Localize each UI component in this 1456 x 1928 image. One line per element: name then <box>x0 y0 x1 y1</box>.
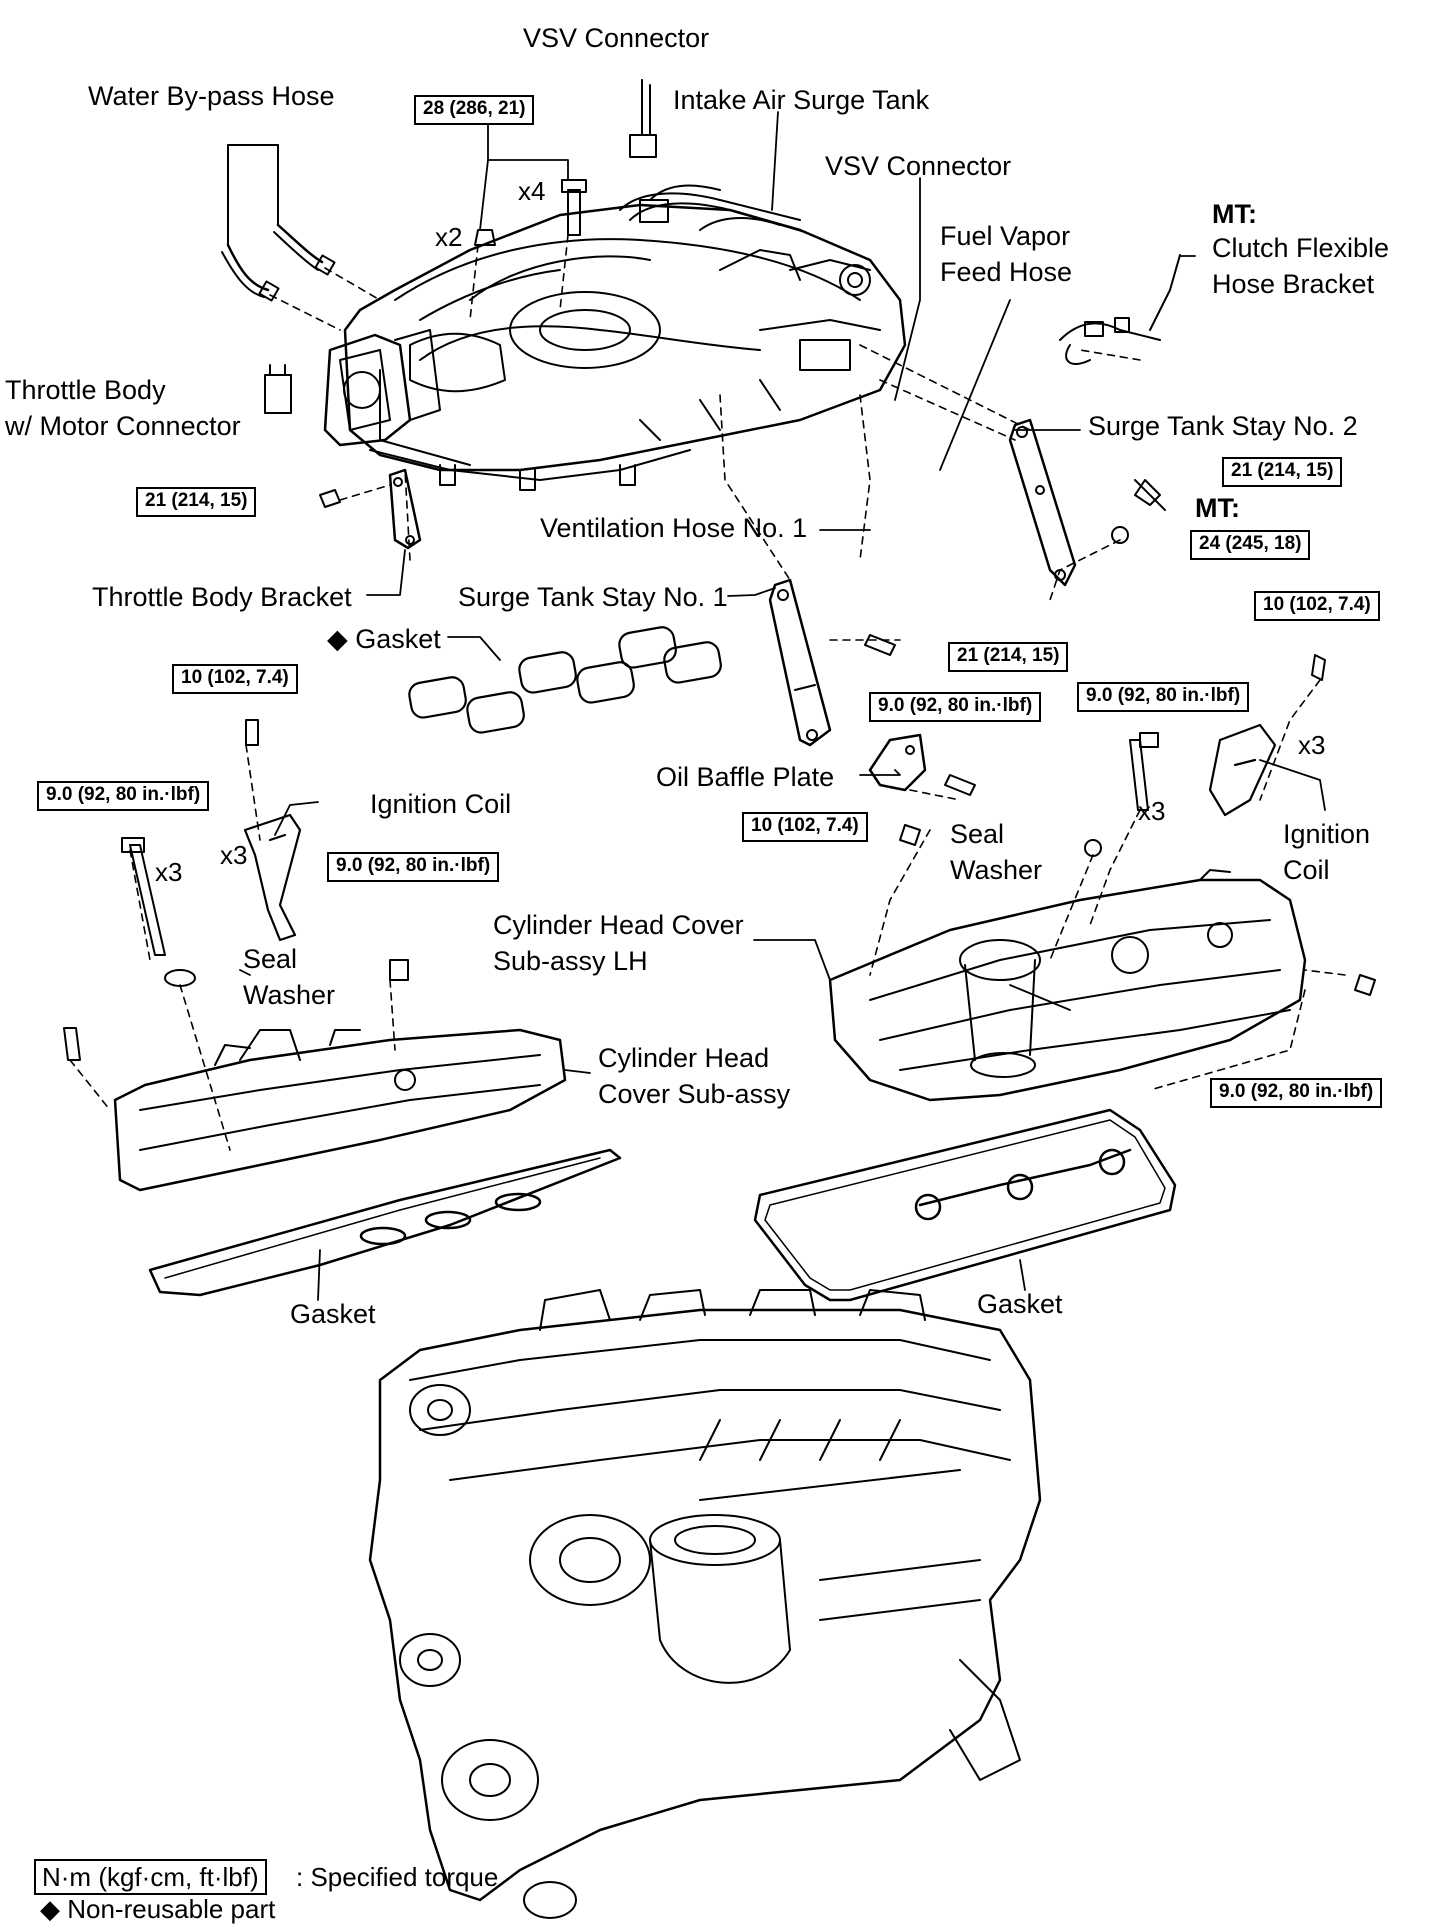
torque-box-21-center: 21 (214, 15) <box>948 642 1069 672</box>
throttle-body-bracket-drawing <box>388 468 422 550</box>
legend-torque-units: N·m (kgf·cm, ft·lbf) <box>34 1859 267 1895</box>
label-cylinder-head-cover-lh-1: Cylinder Head Cover <box>493 910 744 940</box>
torque-box-9-right: 9.0 (92, 80 in.·lbf) <box>1077 682 1250 712</box>
label-fuel-vapor-2: Feed Hose <box>940 257 1073 287</box>
label-vsv-connector-top: VSV Connector <box>523 23 710 53</box>
label-water-bypass-hose: Water By-pass Hose <box>88 81 335 111</box>
label-mt-2: MT: <box>1195 493 1240 523</box>
label-vsv-connector-2: VSV Connector <box>825 151 1012 181</box>
ignition-coils-drawing <box>243 723 1277 942</box>
label-fuel-vapor-1: Fuel Vapor <box>940 221 1071 251</box>
legend-torque-desc: : Specified torque <box>296 1862 499 1892</box>
mult-x3-right-top: x3 <box>1298 730 1326 760</box>
mult-x3-left-coil: x3 <box>220 840 248 870</box>
label-throttle-body-1: Throttle Body <box>5 375 166 405</box>
mult-x2: x2 <box>435 222 463 252</box>
label-seal-left-1: Seal <box>243 944 298 974</box>
label-ignition-right-1: Ignition <box>1283 819 1371 849</box>
label-clutch-2: Hose Bracket <box>1212 269 1375 299</box>
mult-x3-right-bolt: x3 <box>1138 796 1166 826</box>
label-gasket-left: Gasket <box>290 1299 376 1329</box>
torque-box-10-left: 10 (102, 7.4) <box>172 664 298 694</box>
label-seal-right-1: Seal <box>950 819 1005 849</box>
cylinder-head-cover-drawing <box>113 1028 567 1192</box>
engine-block-drawing <box>368 1289 1042 1919</box>
label-oil-baffle-plate: Oil Baffle Plate <box>656 762 835 792</box>
water-bypass-hoses <box>221 144 336 302</box>
torque-box-9-left-2: 9.0 (92, 80 in.·lbf) <box>327 852 500 882</box>
cylinder-head-cover-lh-drawing <box>828 869 1307 1102</box>
label-surge-tank-stay-2: Surge Tank Stay No. 2 <box>1088 411 1358 441</box>
bolts <box>63 179 1376 1061</box>
intake-gasket-drawing <box>408 626 722 734</box>
gasket-right-drawing <box>753 1108 1177 1302</box>
label-cylinder-head-cover-1: Cylinder Head <box>598 1043 770 1073</box>
legend-nonreusable: ◆ Non-reusable part <box>40 1894 276 1924</box>
torque-box-9-center: 9.0 (92, 80 in.·lbf) <box>869 692 1042 722</box>
label-ignition-right-2: Coil <box>1283 855 1330 885</box>
label-gasket-nonreusable: ◆ Gasket <box>327 624 441 654</box>
oil-baffle-plate-drawing <box>868 733 927 792</box>
label-surge-tank-stay-1: Surge Tank Stay No. 1 <box>458 582 728 612</box>
intake-air-surge-tank-drawing <box>343 79 907 491</box>
surge-tank-stay-2-drawing <box>1008 418 1077 587</box>
clutch-hose-bracket-drawing <box>1059 254 1181 365</box>
label-clutch-1: Clutch Flexible <box>1212 233 1390 263</box>
label-mt-1: MT: <box>1212 199 1257 229</box>
label-intake-air-surge-tank: Intake Air Surge Tank <box>673 85 930 115</box>
torque-box-24: 24 (245, 18) <box>1190 530 1311 560</box>
label-cylinder-head-cover-lh-2: Sub-assy LH <box>493 946 648 976</box>
label-ventilation-hose-1: Ventilation Hose No. 1 <box>540 513 808 543</box>
gasket-left-drawing <box>148 1148 622 1297</box>
label-cylinder-head-cover-2: Cover Sub-assy <box>598 1079 791 1109</box>
label-seal-left-2: Washer <box>243 980 336 1010</box>
surge-tank-stay-1-drawing <box>768 578 832 747</box>
torque-box-21-left: 21 (214, 15) <box>136 487 257 517</box>
label-throttle-body-bracket: Throttle Body Bracket <box>92 582 352 612</box>
torque-box-10-right: 10 (102, 7.4) <box>1254 591 1380 621</box>
throttle-body-drawing <box>264 329 441 447</box>
label-throttle-body-2: w/ Motor Connector <box>5 411 241 441</box>
torque-box-28: 28 (286, 21) <box>414 95 535 125</box>
mult-x3-left-bolt: x3 <box>155 857 183 887</box>
torque-box-10-center: 10 (102, 7.4) <box>742 812 868 842</box>
torque-box-21-right: 21 (214, 15) <box>1222 457 1343 487</box>
torque-box-9-right-lower: 9.0 (92, 80 in.·lbf) <box>1210 1078 1383 1108</box>
dashed-lines <box>69 234 1346 1151</box>
torque-box-9-left: 9.0 (92, 80 in.·lbf) <box>37 781 210 811</box>
label-ignition-coil-left: Ignition Coil <box>370 789 512 819</box>
leader-lines <box>239 79 1326 1301</box>
label-gasket-right: Gasket <box>977 1289 1063 1319</box>
label-seal-right-2: Washer <box>950 855 1043 885</box>
mult-x4: x4 <box>518 176 546 206</box>
